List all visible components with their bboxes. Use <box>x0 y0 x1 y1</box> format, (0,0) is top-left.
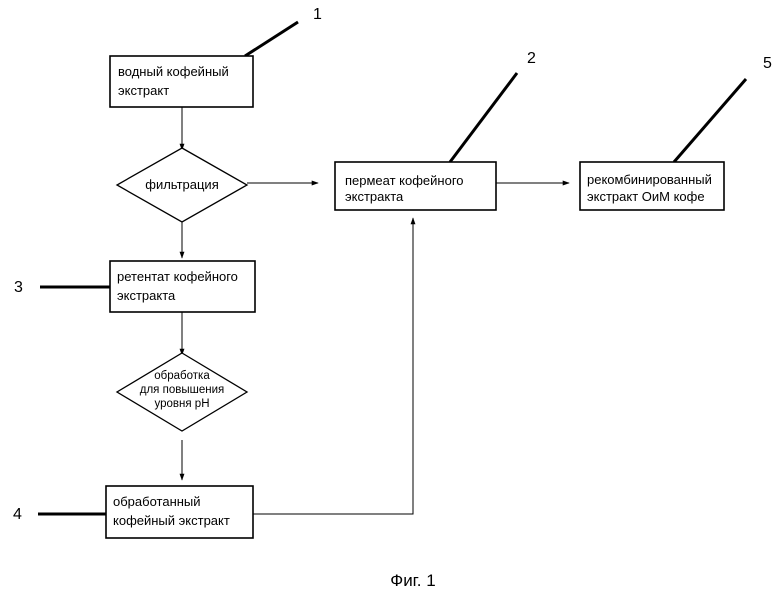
box-retentate-line1: ретентат кофейного <box>117 269 238 284</box>
box-recombined-line1: рекомбинированный <box>587 172 712 187</box>
box-permeate-line2: экстракта <box>345 189 404 204</box>
box-recombined-extract: рекомбинированный экстракт ОиМ кофе <box>580 162 724 210</box>
box-recombined-line2: экстракт ОиМ кофе <box>587 189 705 204</box>
leader-line-2 <box>450 73 517 162</box>
box-treated-line2: кофейный экстракт <box>113 513 230 528</box>
figure-caption: Фиг. 1 <box>390 571 435 590</box>
ref-numeral-2: 2 <box>527 50 536 67</box>
leader-line-5 <box>674 79 746 162</box>
box-aqueous-extract-line1: водный кофейный <box>118 64 229 79</box>
box-aqueous-extract-line2: экстракт <box>118 83 169 98</box>
ref-numeral-5: 5 <box>763 55 772 72</box>
leader-line-1 <box>245 22 298 56</box>
arrow-treated-to-permeate <box>253 218 413 514</box>
box-permeate-line1: пермеат кофейного <box>345 173 464 188</box>
decision-filtration-label: фильтрация <box>145 177 218 192</box>
box-treated-extract: обработанный кофейный экстракт <box>106 486 253 538</box>
decision-ph-line3: уровня pH <box>155 398 210 410</box>
decision-filtration: фильтрация <box>117 148 247 222</box>
box-aqueous-extract: водный кофейный экстракт <box>110 56 253 107</box>
decision-ph-treatment: обработка для повышения уровня pH <box>117 353 247 431</box>
ref-numeral-3: 3 <box>14 279 23 296</box>
box-permeate: пермеат кофейного экстракта <box>335 162 496 210</box>
ref-numeral-1: 1 <box>313 6 322 23</box>
ref-numeral-4: 4 <box>13 506 22 523</box>
decision-ph-line2: для повышения <box>140 384 224 396</box>
box-treated-line1: обработанный <box>113 494 201 509</box>
box-retentate: ретентат кофейного экстракта <box>110 261 255 312</box>
box-retentate-line2: экстракта <box>117 288 176 303</box>
decision-ph-line1: обработка <box>154 370 210 382</box>
